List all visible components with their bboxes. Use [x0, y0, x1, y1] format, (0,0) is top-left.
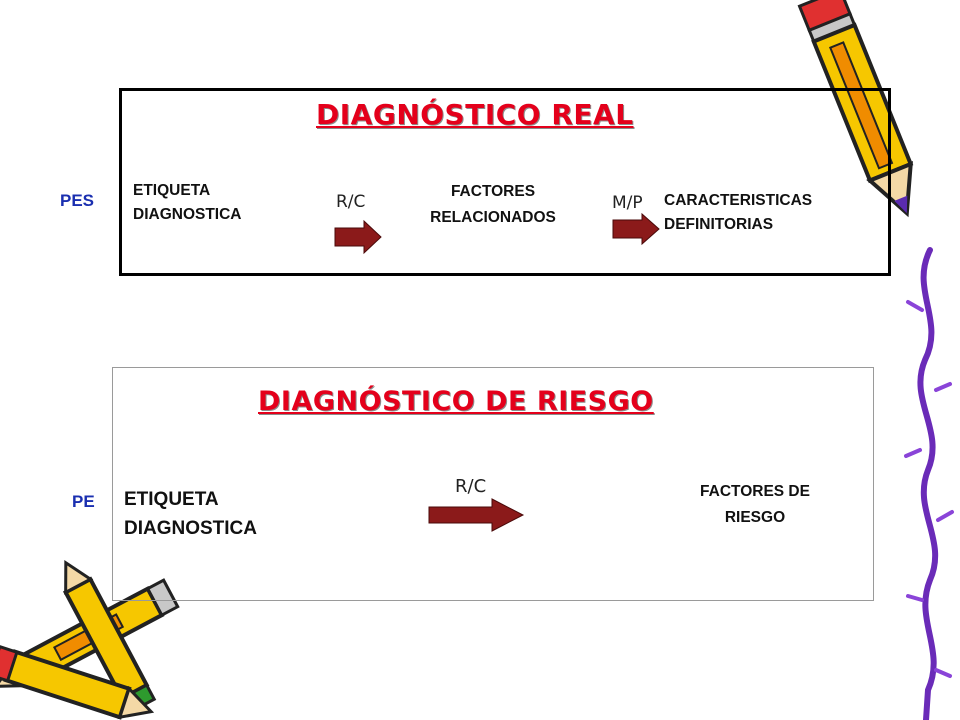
arrow-icon — [428, 498, 525, 532]
pencil-cluster-icon — [0, 559, 180, 720]
real-label-factores: FACTORES RELACIONADOS — [430, 183, 556, 226]
pencil-icon — [797, 0, 914, 218]
vine-border-icon — [904, 247, 954, 720]
pe-label: PE — [72, 492, 95, 511]
real-diagnosis-box — [119, 88, 891, 276]
real-label-etiqueta: ETIQUETA DIAGNOSTICA — [133, 182, 242, 223]
risk-label-factores: FACTORES DE RIESGO — [700, 483, 810, 526]
risk-diagnosis-title: DIAGNÓSTICO DE RIESGO — [258, 386, 654, 417]
pes-label: PES — [60, 191, 95, 210]
risk-connector-rc: R/C — [455, 476, 487, 497]
real-diagnosis-title: DIAGNÓSTICO REAL — [316, 98, 634, 131]
real-connector-mp: M/P — [612, 193, 643, 213]
arrow-icon — [334, 219, 382, 255]
arrow-icon — [612, 212, 660, 246]
risk-label-etiqueta: ETIQUETA DIAGNOSTICA — [124, 489, 257, 539]
real-connector-rc: R/C — [336, 192, 366, 212]
risk-diagnosis-box — [112, 367, 874, 601]
real-label-caracteristicas: CARACTERISTICAS DEFINITORIAS — [664, 192, 813, 233]
